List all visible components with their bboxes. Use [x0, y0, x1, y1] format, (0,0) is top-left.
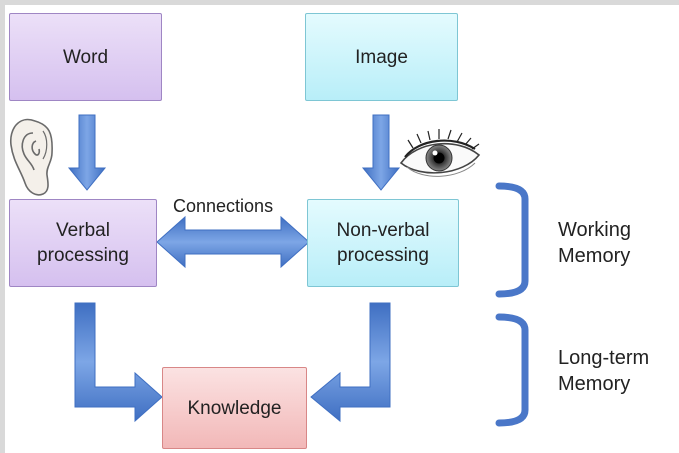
- verbal-processing-box: Verbal processing: [9, 199, 157, 287]
- working-memory-bracket: [495, 182, 529, 298]
- arrow-verbal-to-knowledge: [74, 302, 163, 423]
- working-memory-label: Working Memory: [558, 219, 631, 267]
- connections-arrow: [156, 215, 310, 269]
- long-term-memory-label: Long-term Memory: [558, 347, 650, 395]
- connections-label: Connections: [173, 196, 274, 216]
- dual-coding-diagram: Word Image Verbal processing Non-verbal …: [5, 5, 679, 453]
- nonverbal-processing-box: Non-verbal processing: [307, 199, 459, 287]
- diagram-graphics: [10, 114, 529, 427]
- word-label: Word: [62, 46, 109, 68]
- image-box: Image: [305, 13, 458, 101]
- arrow-word-to-verbal: [67, 114, 107, 191]
- arrow-image-to-nonverbal: [361, 114, 401, 191]
- image-label: Image: [355, 46, 408, 68]
- verbal-processing-label: Verbal processing: [37, 220, 129, 266]
- word-box: Word: [9, 13, 162, 101]
- knowledge-label: Knowledge: [187, 397, 282, 419]
- ear-icon: [10, 118, 53, 196]
- knowledge-box: Knowledge: [162, 367, 307, 449]
- arrow-nonverbal-to-knowledge: [310, 302, 391, 423]
- long-term-memory-bracket: [495, 313, 529, 427]
- eye-icon: [399, 129, 481, 177]
- nonverbal-processing-label: Non-verbal processing: [336, 220, 430, 266]
